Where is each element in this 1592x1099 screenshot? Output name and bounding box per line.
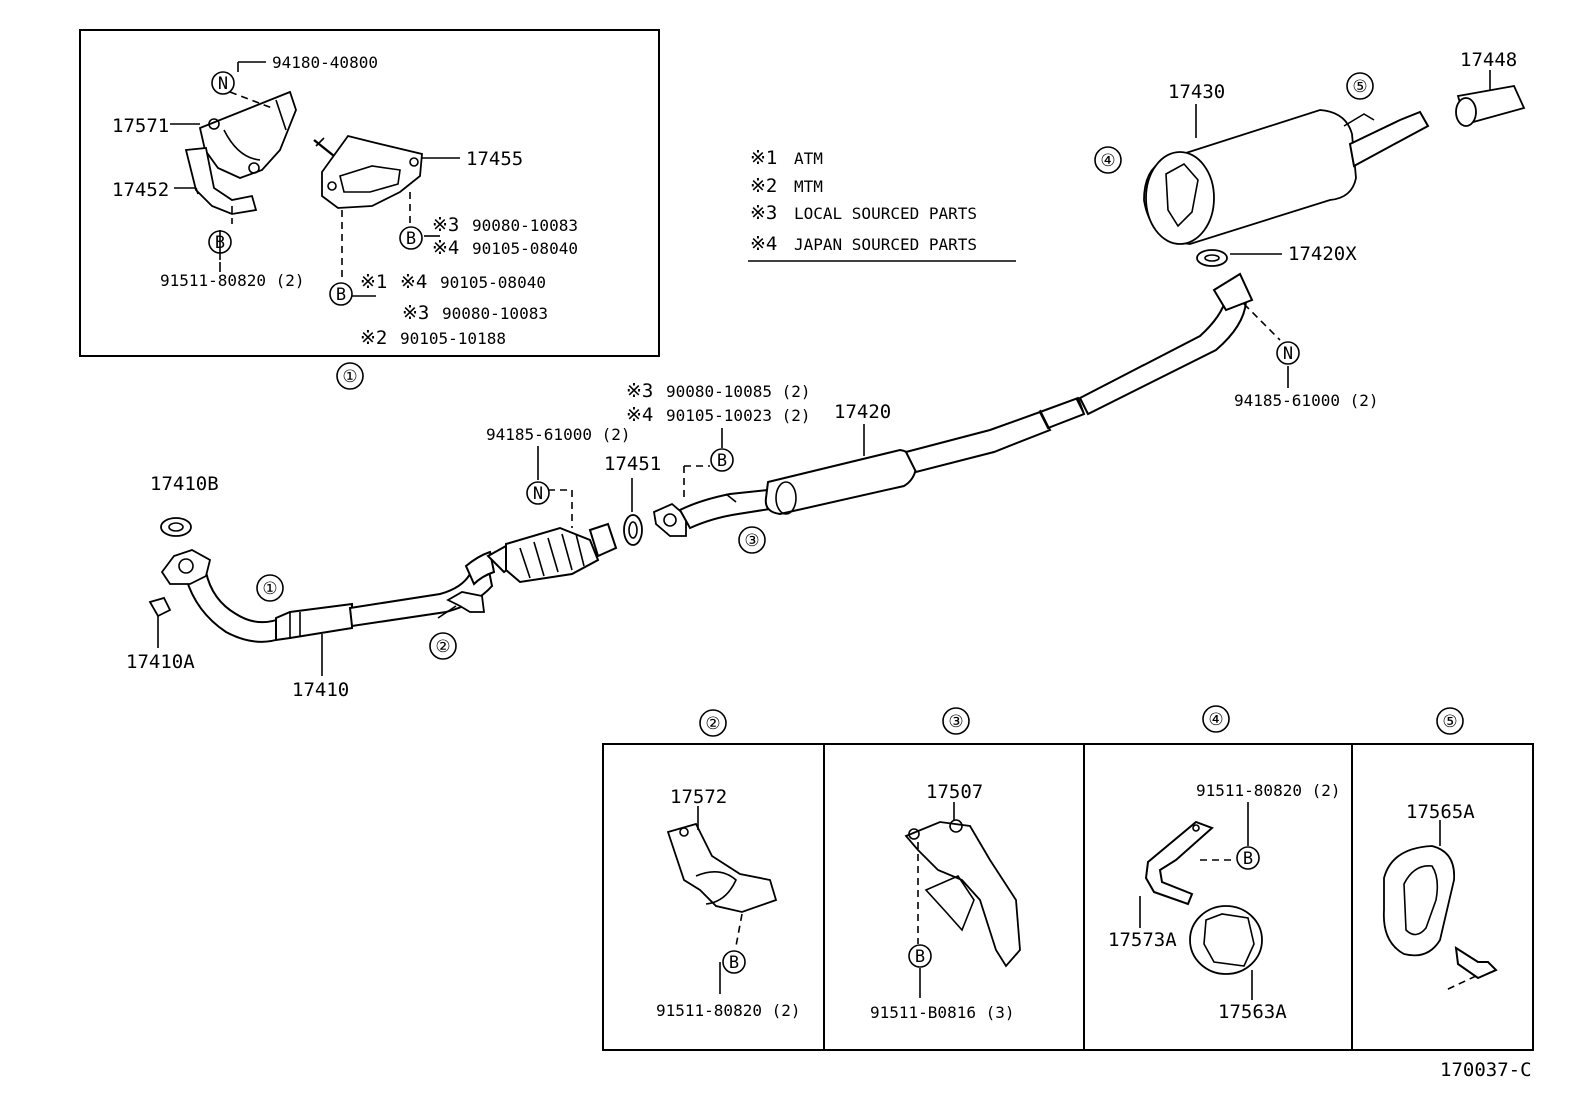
legend-mark: ※4	[626, 404, 653, 426]
part-label: 91511-80820 (2)	[656, 1001, 801, 1020]
part-label: 17571	[112, 115, 169, 137]
legend-mark: ※4	[432, 237, 459, 259]
callout-5-circle	[1436, 707, 1464, 735]
part-label: 17455	[466, 148, 523, 170]
part-label: 91511-80820 (2)	[160, 271, 305, 290]
inset-1-frame	[79, 29, 660, 357]
part-label: 90105-08040	[440, 273, 546, 292]
callout-1-circle	[336, 362, 364, 390]
bolt-symbol-label: B	[729, 953, 739, 973]
part-label-17451: 17451	[604, 453, 661, 475]
legend-mark: ※3	[432, 214, 459, 236]
callout-4-circle	[1094, 146, 1122, 174]
bolt-symbol	[1236, 846, 1260, 870]
bolt-symbol	[908, 944, 932, 968]
callout-2-circle	[699, 709, 727, 737]
part-label: 91511-80820 (2)	[1196, 781, 1341, 800]
callout-4: ④	[1100, 151, 1115, 171]
figure-id: 170037-C	[1440, 1059, 1532, 1081]
legend-text-4: JAPAN SOURCED PARTS	[794, 235, 977, 254]
part-label-17420: 17420	[834, 401, 891, 423]
legend-mark-4: ※4	[750, 233, 777, 255]
callout-5: ⑤	[1352, 77, 1367, 97]
legend-mark: ※2	[360, 327, 387, 349]
part-label: 90105-10023 (2)	[666, 406, 811, 425]
nut-symbol	[526, 481, 550, 505]
box-5-title: ⑤	[1442, 712, 1457, 732]
callout-5-circle	[1346, 72, 1374, 100]
part-label-17420X: 17420X	[1288, 243, 1357, 265]
part-label-17565A: 17565A	[1406, 801, 1475, 823]
bolt-symbol-label: B	[336, 285, 346, 305]
bolt-symbol	[208, 230, 232, 254]
exhaust-system	[148, 70, 1526, 643]
nut-symbol-label: N	[533, 484, 543, 504]
callout-4-circle	[1202, 705, 1230, 733]
legend-mark-2: ※2	[750, 175, 777, 197]
legend: ※1 ATM ※2 MTM ※3 LOCAL SOURCED PARTS ※4 …	[748, 147, 1016, 262]
bracket-assembly	[184, 90, 297, 215]
part-label: 90105-10188	[400, 329, 506, 348]
part-label: 90080-10085 (2)	[666, 382, 811, 401]
part-label-tail-nut: 94185-61000 (2)	[1234, 391, 1379, 410]
part-label: 91511-B0816 (3)	[870, 1003, 1015, 1022]
support-17455	[313, 134, 423, 209]
bolt-symbol-label: B	[215, 233, 225, 253]
part-label-17430: 17430	[1168, 81, 1225, 103]
box-2-title: ②	[705, 714, 720, 734]
bolt-symbol-label: B	[915, 947, 925, 967]
legend-mark-3: ※3	[750, 202, 777, 224]
legend-mark: ※1	[360, 271, 387, 293]
bolt-symbol-label: B	[406, 229, 416, 249]
nut-symbol	[211, 71, 235, 95]
part-label: 90080-10083	[472, 216, 578, 235]
part-label: 90105-08040	[472, 239, 578, 258]
legend-mark: ※3	[626, 380, 653, 402]
nut-symbol-label: N	[1283, 344, 1293, 364]
part-label-conv-nut: 94185-61000 (2)	[486, 425, 631, 444]
callout-3-circle	[738, 526, 766, 554]
nut-symbol-label: N	[218, 74, 228, 94]
callout-2: ②	[435, 637, 450, 657]
box-4-title: ④	[1208, 710, 1223, 730]
bolt-symbol-label: B	[1243, 849, 1253, 869]
bolt-symbol-label: B	[717, 451, 727, 471]
callout-3-circle	[942, 707, 970, 735]
bolt-symbol	[710, 448, 734, 472]
callout-1: ①	[262, 579, 277, 599]
bolt-symbol	[399, 226, 423, 250]
detail-boxes: ② ③ ④ ⑤ 17572 B 91511-80820 (2) 17507 B …	[602, 705, 1534, 1051]
part-label-17410: 17410	[292, 679, 349, 701]
part-label-17563A: 17563A	[1218, 1001, 1287, 1023]
detail-boxes-frame	[602, 743, 1534, 1051]
part-label-17572: 17572	[670, 786, 727, 808]
legend-text-2: MTM	[794, 177, 823, 196]
part-label: 17452	[112, 179, 169, 201]
part-label: 94180-40800	[272, 53, 378, 72]
callout-2-circle	[429, 632, 457, 660]
nut-symbol	[1276, 341, 1300, 365]
callout-3: ③	[744, 531, 759, 551]
legend-text-1: ATM	[794, 149, 823, 168]
part-label: 90080-10083	[442, 304, 548, 323]
legend-mark: ※3	[402, 302, 429, 324]
bolt-symbol	[722, 950, 746, 974]
part-label-17507: 17507	[926, 781, 983, 803]
legend-mark: ※4	[400, 271, 427, 293]
legend-text-3: LOCAL SOURCED PARTS	[794, 204, 977, 223]
callout-1-under-inset: ①	[342, 367, 357, 387]
part-label-17448: 17448	[1460, 49, 1517, 71]
legend-mark-1: ※1	[750, 147, 777, 169]
part-label-17410A: 17410A	[126, 651, 195, 673]
inset-1: N B B B 94180-40800 17571 17452 91511-80…	[79, 29, 660, 390]
bolt-symbol	[329, 282, 353, 306]
box-3-title: ③	[948, 712, 963, 732]
part-label-17573A: 17573A	[1108, 929, 1177, 951]
callout-1-circle	[256, 574, 284, 602]
part-label-17410B: 17410B	[150, 473, 219, 495]
